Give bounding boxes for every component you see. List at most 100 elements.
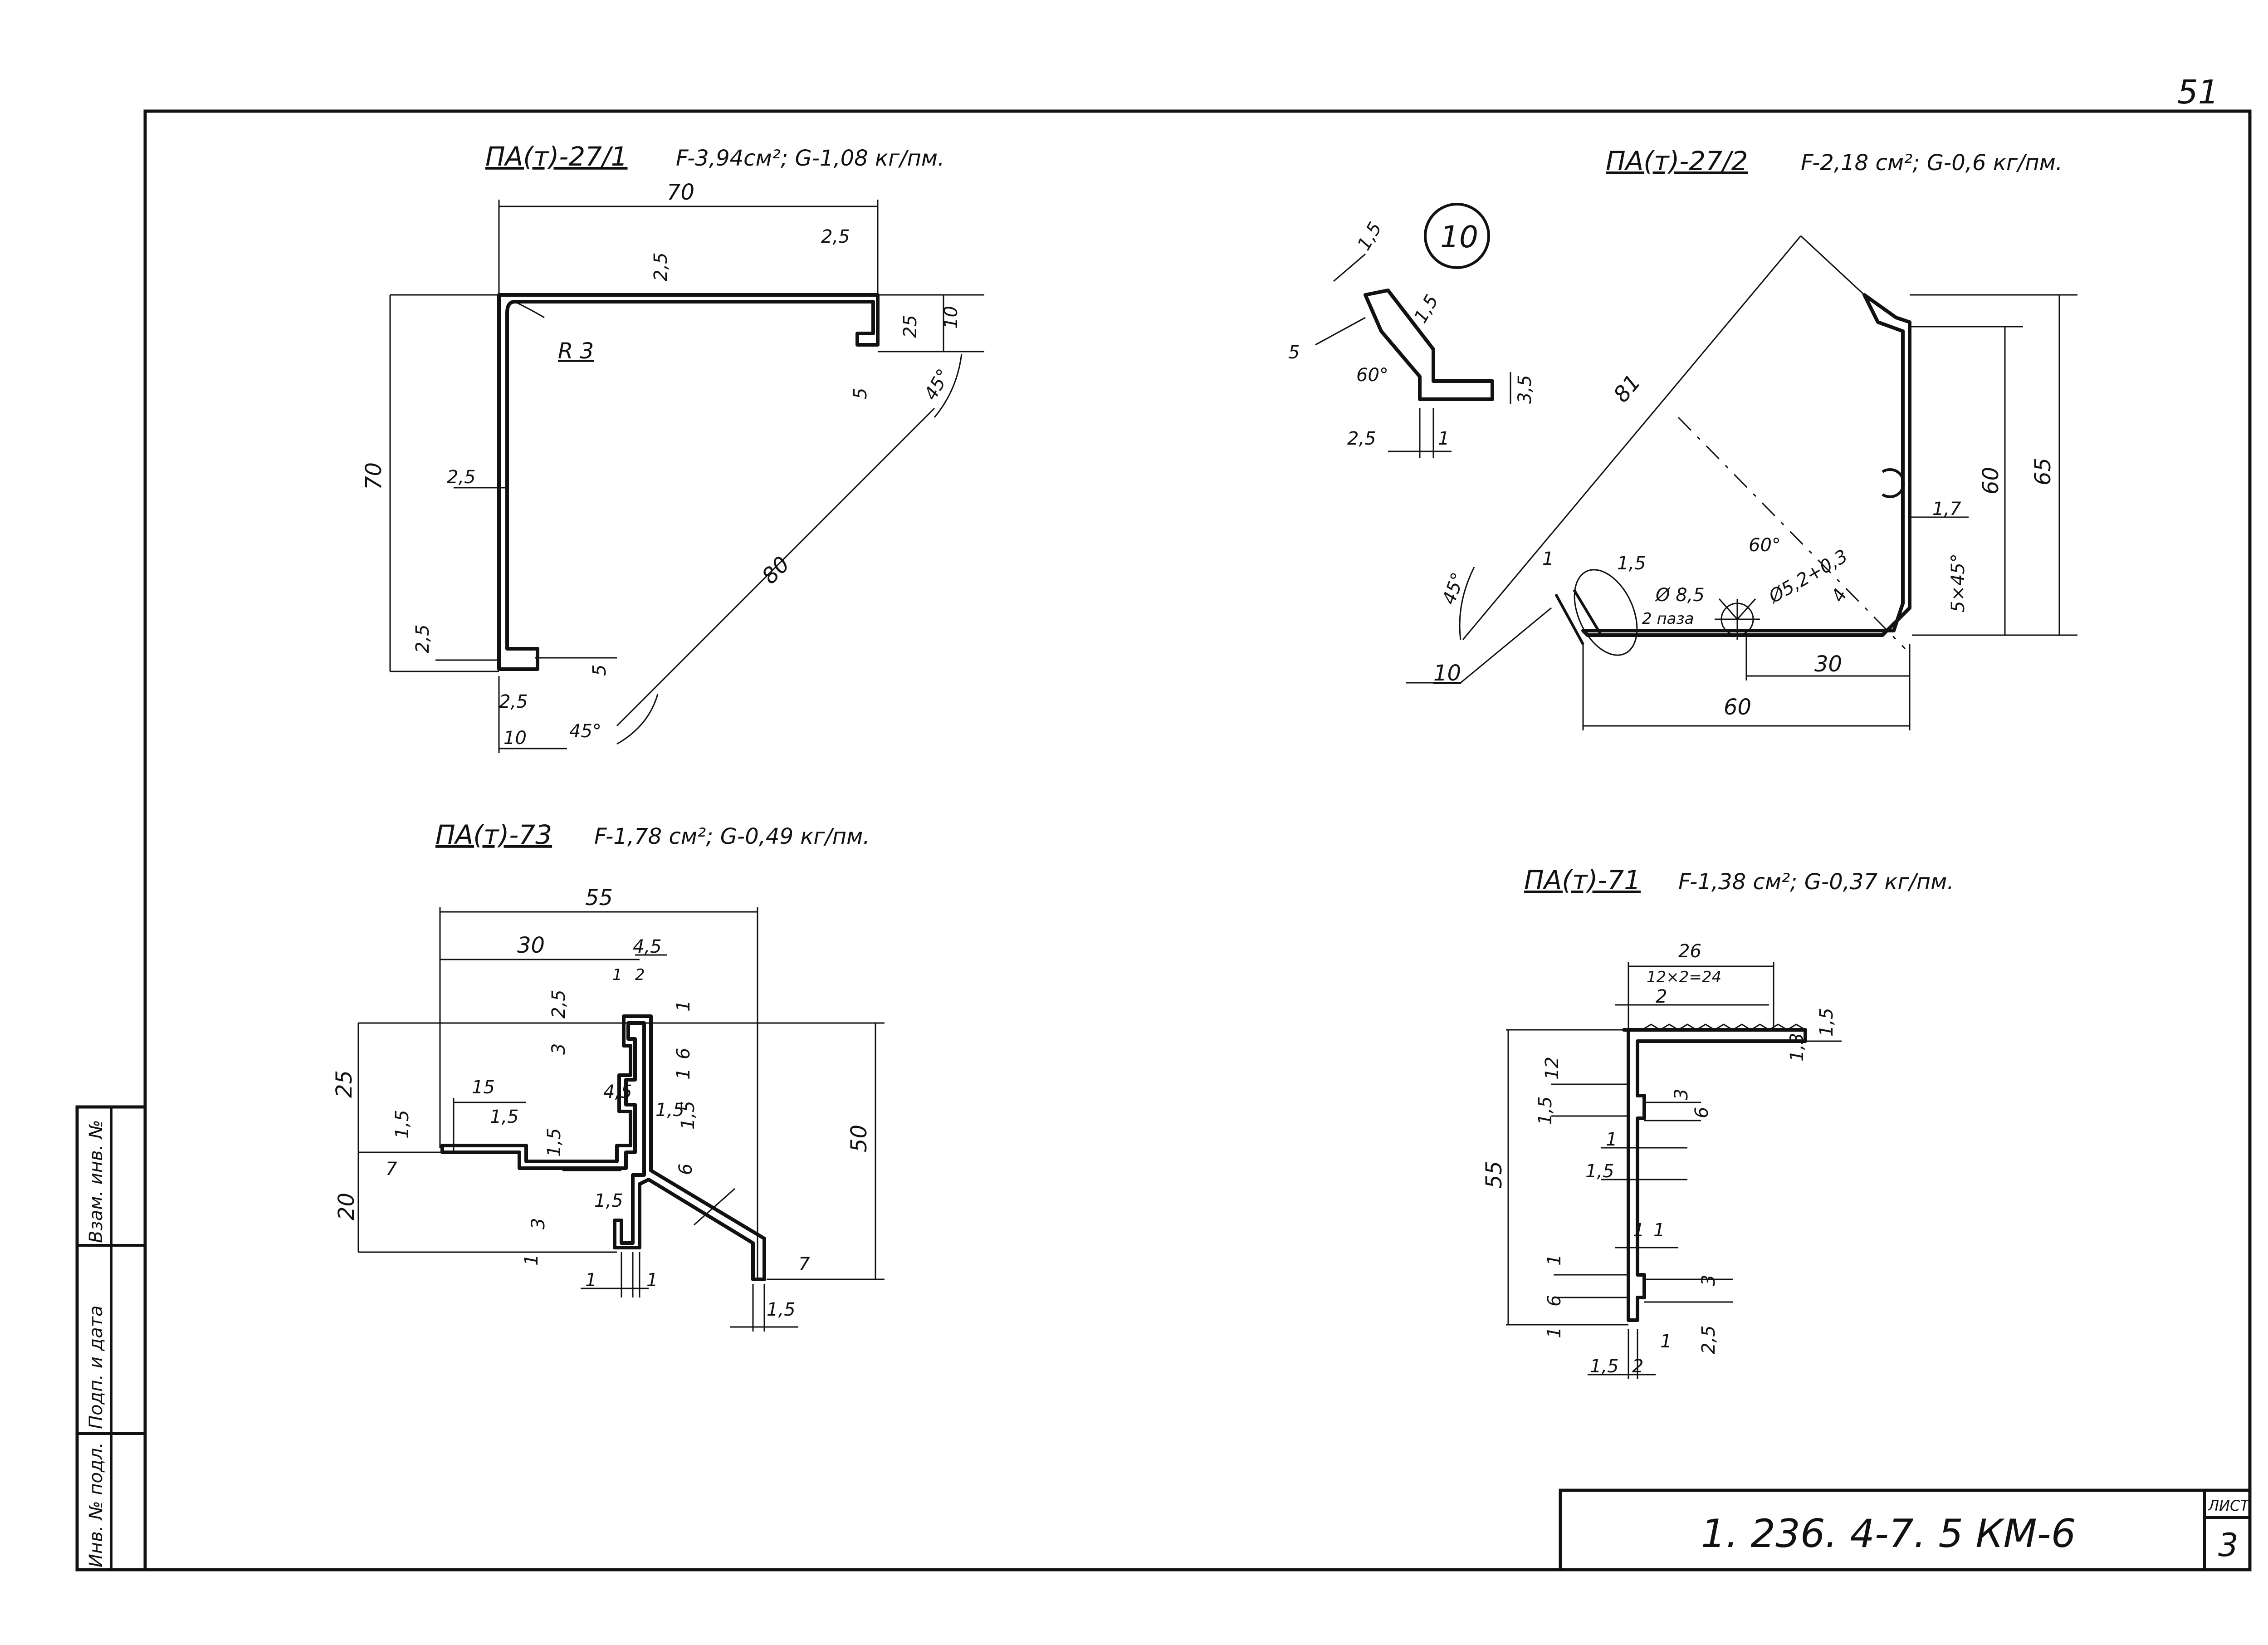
dim-27-1-5b: 5 xyxy=(589,665,610,676)
dim-27-1-lip: 2,5 xyxy=(821,226,850,247)
dim-73-55: 55 xyxy=(585,885,613,911)
dim-73-2: 2 xyxy=(635,966,645,984)
dim-73-1d: 1 xyxy=(521,1254,542,1266)
dim-73-1-5b: 1,5 xyxy=(678,1101,699,1130)
dim-73-15: 15 xyxy=(472,1077,495,1098)
dim-27-1-wall: 2,5 xyxy=(650,252,671,281)
dim-27-2-slot-d: Ø 8,5 xyxy=(1655,585,1705,606)
detail-1-5b: 1,5 xyxy=(1410,291,1443,327)
stamp-code: 1. 236. 4-7. 5 КМ-6 xyxy=(1701,1511,2076,1557)
dim-71-teeth: 12×2=24 xyxy=(1647,968,1721,986)
title-block: 1. 236. 4-7. 5 КМ-6 ЛИСТ 3 xyxy=(1559,1488,2252,1572)
dim-27-1-diagonal: 80 xyxy=(757,552,795,589)
profile-71-section xyxy=(1622,1028,1807,1322)
dim-71-1a: 1 xyxy=(1606,1129,1617,1150)
callout-label: 10 xyxy=(1440,220,1478,255)
dim-71-1-5d: 1,5 xyxy=(1590,1356,1619,1377)
profile-71-props: F-1,38 см²; G-0,37 кг/пм. xyxy=(1678,869,1954,895)
dim-73-1b: 1 xyxy=(673,1000,694,1012)
sheet-label: ЛИСТ xyxy=(2208,1497,2250,1514)
side-stamp: Взам. инв. № Подп. и дата Инв. № подл. xyxy=(75,1105,147,1572)
dim-71-6b: 6 xyxy=(1544,1295,1565,1307)
dim-71-1b: 1 xyxy=(1633,1220,1644,1241)
dim-27-1-10: 10 xyxy=(941,306,962,329)
profile-73: ПА(т)-73 F-1,78 см²; G-0,49 кг/пм. 55 30… xyxy=(332,819,885,1332)
dim-27-2-chamfer: 5×45° xyxy=(1948,553,1969,612)
profile-27-2-section xyxy=(1581,293,1911,637)
side-stamp-inv: Инв. № подл. xyxy=(86,1442,107,1567)
dim-27-1-25: 25 xyxy=(900,315,921,338)
dim-71-1-5a: 1,5 xyxy=(1816,1008,1837,1037)
dim-73-4-5: 4,5 xyxy=(633,936,662,957)
dim-27-1-wall-left: 2,5 xyxy=(447,467,476,488)
dim-73-4-5b: 4,5 xyxy=(603,1082,632,1102)
dim-71-3a: 3 xyxy=(1671,1089,1692,1100)
profile-27-2: ПА(т)-27/2 F-2,18 см²; G-0,6 кг/пм. 10 1… xyxy=(1288,146,2077,730)
dim-73-20: 20 xyxy=(334,1193,359,1220)
dim-73-1-5c: 1,5 xyxy=(490,1106,519,1127)
side-stamp-vzam: Взам. инв. № xyxy=(86,1120,107,1243)
profile-27-2-detail xyxy=(1364,289,1494,401)
dim-27-1-width: 70 xyxy=(667,180,694,205)
detail-3-5: 3,5 xyxy=(1515,375,1535,404)
callout-circle xyxy=(1424,203,1490,269)
dim-71-2a: 2 xyxy=(1656,986,1667,1007)
dim-27-2-slots: 2 паза xyxy=(1642,610,1694,628)
dim-27-1-5: 5 xyxy=(850,388,871,399)
dim-27-2-1-5: 1,5 xyxy=(1617,553,1646,574)
dim-27-2-45deg: 45° xyxy=(1438,570,1469,607)
page-number-corner: 51 xyxy=(2177,73,2219,111)
dim-27-2-60deg: 60° xyxy=(1749,535,1781,556)
profile-73-section xyxy=(440,1014,766,1281)
dim-27-1-radius: R 3 xyxy=(558,338,594,364)
dim-73-1-5e: 1,5 xyxy=(544,1128,565,1157)
dim-73-2-5: 2,5 xyxy=(548,989,569,1018)
outer-frame xyxy=(143,109,2252,1572)
side-stamp-podp: Подп. и дата xyxy=(86,1306,107,1429)
dim-71-1-5b: 1,5 xyxy=(1535,1096,1556,1125)
dim-73-1f: 1 xyxy=(646,1270,658,1291)
profile-27-1-section xyxy=(497,293,880,671)
dim-71-1e: 1 xyxy=(1544,1327,1565,1338)
dim-71-1f: 1 xyxy=(1660,1331,1672,1352)
dim-71-1-3: 1,3 xyxy=(1787,1033,1808,1062)
dim-27-2-callout-10: 10 xyxy=(1433,661,1461,686)
dim-71-55: 55 xyxy=(1481,1161,1507,1189)
dim-71-2-5: 2,5 xyxy=(1698,1325,1719,1354)
dim-27-1-foot: 2,5 xyxy=(412,624,433,653)
profile-71: ПА(т)-71 F-1,38 см²; G-0,37 кг/пм. 26 12… xyxy=(1481,865,1954,1379)
dim-27-2-65: 65 xyxy=(2030,458,2056,485)
dim-27-2-30: 30 xyxy=(1814,651,1842,677)
dim-73-1-5f: 1,5 xyxy=(594,1190,623,1211)
profile-73-title: ПА(т)-73 xyxy=(435,819,552,850)
dim-73-25: 25 xyxy=(332,1070,357,1098)
dim-73-6b: 6 xyxy=(675,1164,696,1175)
dim-71-3b: 3 xyxy=(1698,1275,1719,1286)
dim-27-2-60h: 60 xyxy=(1724,695,1751,720)
dim-27-1-10b: 10 xyxy=(503,728,527,749)
dim-73-50: 50 xyxy=(846,1125,872,1152)
dim-27-1-2-5b: 2,5 xyxy=(499,691,528,712)
dim-73-7b: 7 xyxy=(798,1254,810,1275)
dim-73-1-5g: 1,5 xyxy=(767,1299,796,1320)
dim-71-6a: 6 xyxy=(1691,1107,1712,1118)
detail-2-5: 2,5 xyxy=(1347,428,1376,449)
dim-27-2-81: 81 xyxy=(1608,370,1646,407)
detail-1: 1 xyxy=(1438,428,1449,449)
dim-73-3b: 3 xyxy=(528,1218,549,1229)
profile-71-title: ПА(т)-71 xyxy=(1524,865,1641,896)
dim-73-7a: 7 xyxy=(386,1159,397,1180)
dim-71-1-5c: 1,5 xyxy=(1585,1161,1614,1182)
dim-71-2b: 2 xyxy=(1632,1356,1643,1377)
detail-60deg: 60° xyxy=(1356,365,1388,386)
dim-73-1e: 1 xyxy=(585,1270,596,1291)
dim-27-2-1: 1 xyxy=(1542,548,1554,569)
dim-71-1c: 1 xyxy=(1653,1220,1665,1241)
dim-71-26: 26 xyxy=(1678,941,1701,962)
dim-73-1c: 1 xyxy=(673,1068,694,1080)
dim-73-6a: 6 xyxy=(673,1048,694,1059)
profile-27-1-title: ПА(т)-27/1 xyxy=(485,141,628,172)
profile-27-2-title: ПА(т)-27/2 xyxy=(1606,146,1748,176)
dim-73-30: 30 xyxy=(517,933,545,958)
dim-27-2-4: 4 xyxy=(1828,585,1852,606)
